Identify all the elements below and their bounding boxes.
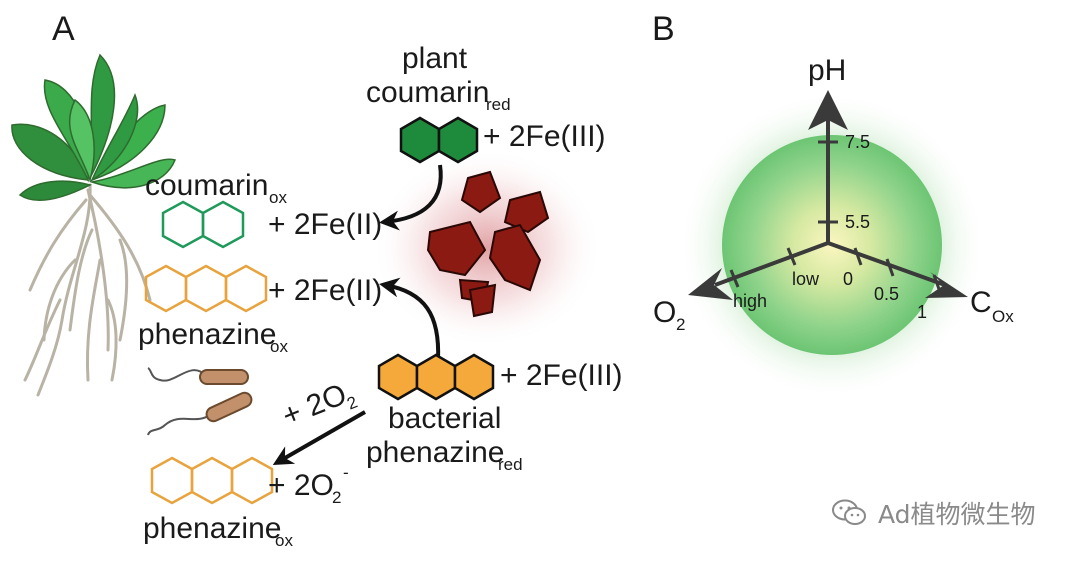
arrow-coumarin-reduction xyxy=(379,164,443,231)
axis-ph-label: pH xyxy=(808,54,846,87)
axis-o2-sub: 2 xyxy=(676,315,685,334)
fe3-top: + 2Fe(III) xyxy=(483,120,606,153)
phenazine-reduced-structure xyxy=(377,353,495,401)
plant-icon xyxy=(11,53,176,397)
panel-a-label: A xyxy=(52,10,75,48)
arrow-phenazine-oxidation xyxy=(272,410,366,465)
plant-coumarin-sub: red xyxy=(486,95,511,114)
axis-o2-base: O xyxy=(653,296,676,329)
svg-text:2: 2 xyxy=(344,392,360,413)
watermark-text: Ad植物微生物 xyxy=(878,500,1036,529)
bacteria-icon xyxy=(147,367,253,436)
bacterial-base: phenazine xyxy=(366,436,504,469)
cox-tick-05: 0.5 xyxy=(874,284,899,304)
fe2-top: + 2Fe(II) xyxy=(268,208,382,241)
axes xyxy=(688,90,968,300)
plant-coumarin-base: coumarin xyxy=(366,76,489,109)
cox-tick-0: 0 xyxy=(843,269,853,289)
ticks xyxy=(729,140,942,293)
coumarin-oxidized-structure xyxy=(161,200,245,249)
phenazine-ox-mid-sub: ox xyxy=(270,337,288,356)
fe2-mid: + 2Fe(II) xyxy=(268,274,382,307)
coumarin-reduced-structure xyxy=(399,116,479,164)
iron-particles-icon xyxy=(426,170,550,318)
ph-tick-1: 5.5 xyxy=(845,212,870,232)
bacterial-sub: red xyxy=(498,455,523,474)
coumarin-ox-base: coumarin xyxy=(145,169,268,202)
phenazine-oxidized-structure-middle xyxy=(144,264,268,313)
phenazine-ox-mid-base: phenazine xyxy=(138,318,276,351)
axis-cox-base: C xyxy=(970,286,992,319)
cox-tick-1: 1 xyxy=(917,302,927,322)
superoxide-base: + 2O xyxy=(268,469,334,502)
plant-coumarin-line1: plant xyxy=(402,42,468,75)
phenazine-ox-bottom-sub: ox xyxy=(275,531,293,550)
fe3-bottom: + 2Fe(III) xyxy=(500,359,623,392)
cox-axis-head xyxy=(925,272,968,298)
arrow-phenazine-reduction xyxy=(379,277,441,361)
cox-axis xyxy=(827,241,946,287)
superoxide-sub: 2 xyxy=(332,488,341,507)
coumarin-ox-sub: ox xyxy=(269,188,287,207)
phenazine-oxidized-structure-bottom xyxy=(150,456,274,505)
o2-axis-head xyxy=(688,268,733,300)
ph-axis-head xyxy=(808,90,848,130)
ph-tick-2: 7.5 xyxy=(845,132,870,152)
watermark: Ad植物微生物 xyxy=(830,498,1036,529)
axis-cox-sub: Ox xyxy=(992,307,1014,326)
panel-b-label: B xyxy=(652,10,675,48)
bacterial-line1: bacterial xyxy=(388,402,501,435)
iron-halo xyxy=(372,148,602,348)
wechat-icon xyxy=(832,499,866,525)
superoxide-sup: - xyxy=(343,463,349,482)
o2-tick-high: high xyxy=(733,291,767,311)
o2-tick-low: low xyxy=(792,269,820,289)
o2-reactant-label: + 2O 2 xyxy=(278,378,360,433)
phenazine-ox-bottom-base: phenazine xyxy=(143,512,281,545)
